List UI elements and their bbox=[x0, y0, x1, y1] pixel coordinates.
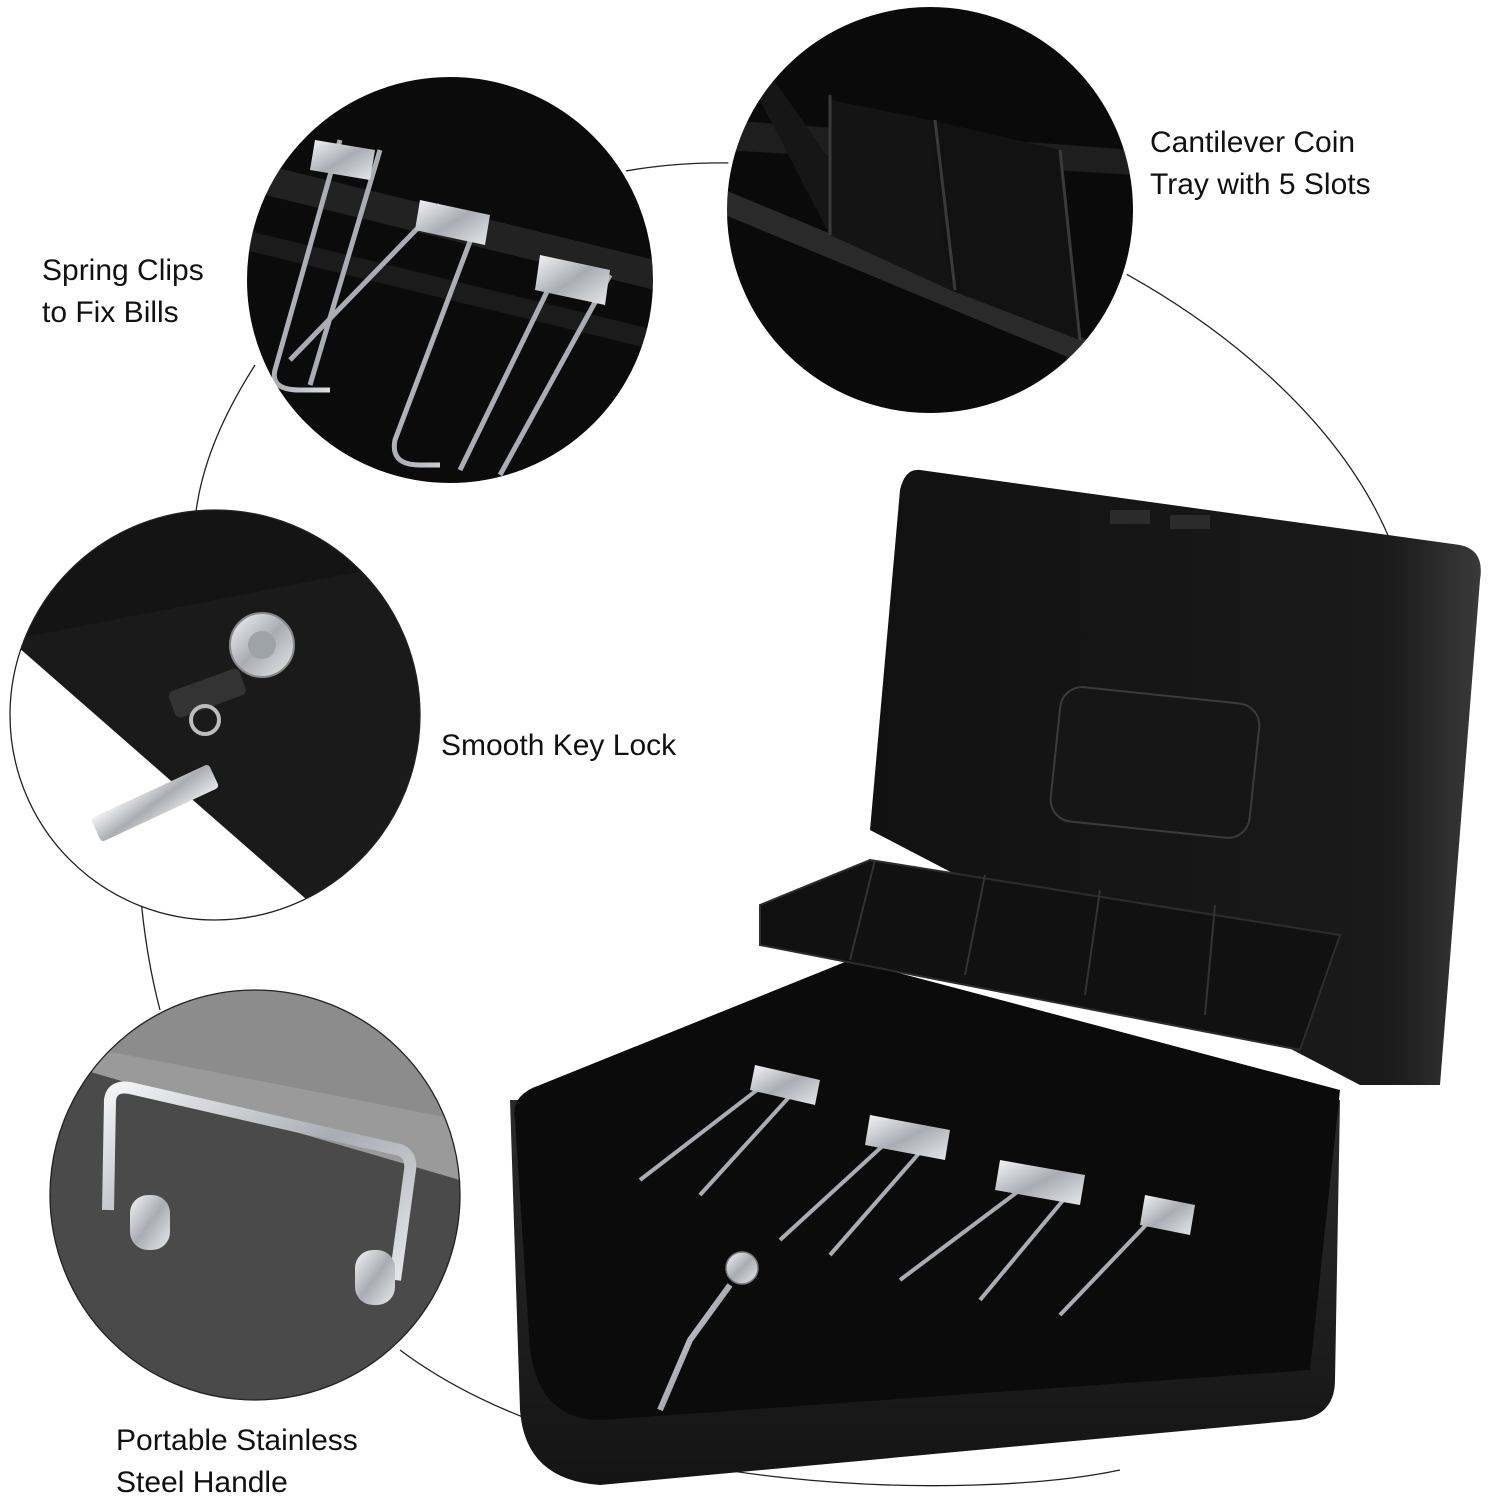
spring-clips-detail bbox=[245, 75, 655, 485]
handle-circle bbox=[49, 989, 461, 1401]
spring-clips-label: Spring Clips to Fix Bills bbox=[42, 250, 204, 334]
handle-detail bbox=[50, 990, 460, 1400]
spring-clips-label-line1: Spring Clips bbox=[42, 254, 204, 287]
spring-clips-circle bbox=[243, 73, 657, 487]
lid-handle-recess bbox=[1049, 686, 1261, 839]
key-lock-label-line1: Smooth Key Lock bbox=[441, 729, 677, 762]
coin-tray-label: Cantilever Coin Tray with 5 Slots bbox=[1150, 122, 1371, 206]
connector-arc-top-left bbox=[194, 364, 256, 521]
box-keyhole bbox=[725, 1251, 759, 1285]
handle-label-line2: Steel Handle bbox=[116, 1466, 288, 1499]
box-interior bbox=[514, 960, 1340, 1420]
handle-label-line1: Portable Stainless bbox=[116, 1424, 358, 1457]
key-lock-detail bbox=[10, 510, 420, 920]
coin-tray-label-line2: Tray with 5 Slots bbox=[1150, 168, 1371, 201]
coin-tray-label-line1: Cantilever Coin bbox=[1150, 126, 1356, 159]
connector-arc-bottom bbox=[399, 1349, 1121, 1487]
coin-tray-circle bbox=[723, 3, 1137, 417]
cash-box bbox=[510, 469, 1481, 1485]
box-coin-tray bbox=[759, 858, 1342, 1052]
key-lock-circle bbox=[9, 509, 421, 921]
spring-clips-label-line2: to Fix Bills bbox=[42, 296, 179, 329]
key-lock-label: Smooth Key Lock bbox=[441, 725, 676, 767]
handle-label: Portable Stainless Steel Handle bbox=[116, 1420, 358, 1504]
coin-tray-detail bbox=[725, 5, 1135, 415]
